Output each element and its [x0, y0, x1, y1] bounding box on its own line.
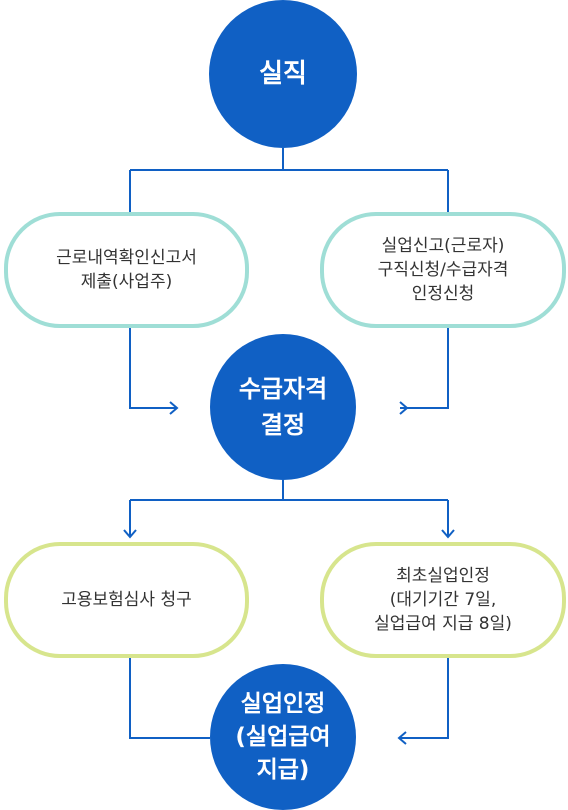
end-node: 실업인정 (실업급여 지급): [210, 664, 356, 810]
start-node: 실직: [209, 0, 357, 148]
connector-left-to-decision: [129, 328, 176, 409]
left-top-node: 근로내역확인신고서 제출(사업주): [4, 212, 249, 328]
arrowhead-down-2: [441, 529, 455, 539]
connector-right-to-decision: [400, 328, 449, 409]
arrowhead-right-1: [169, 401, 179, 415]
end-node-label: 실업인정 (실업급여 지급): [235, 690, 331, 783]
left-top-node-label: 근로내역확인신고서 제출(사업주): [56, 248, 197, 292]
connector-start-split: [129, 148, 449, 212]
right-top-node: 실업신고(근로자) 구직신청/수급자격 인정신청: [320, 212, 566, 328]
connector-left-to-end: [129, 658, 210, 739]
right-top-node-label: 실업신고(근로자) 구직신청/수급자격 인정신청: [377, 236, 509, 304]
right-bottom-node-label: 최초실업인정 (대기기간 7일, 실업급여 지급 8일): [374, 566, 512, 634]
start-node-label: 실직: [259, 59, 307, 89]
left-bottom-node: 고용보험심사 청구: [4, 542, 249, 658]
connector-decision-split: [129, 480, 449, 536]
decision-node: 수급자격 결정: [210, 334, 356, 480]
right-bottom-node: 최초실업인정 (대기기간 7일, 실업급여 지급 8일): [320, 542, 566, 658]
arrowhead-down-1: [123, 529, 137, 539]
arrowhead-right-2: [399, 401, 409, 415]
arrowhead-left-1: [397, 731, 407, 745]
connector-right-to-end: [400, 658, 449, 739]
left-bottom-node-label: 고용보험심사 청구: [61, 590, 192, 610]
decision-node-label: 수급자격 결정: [238, 375, 328, 439]
